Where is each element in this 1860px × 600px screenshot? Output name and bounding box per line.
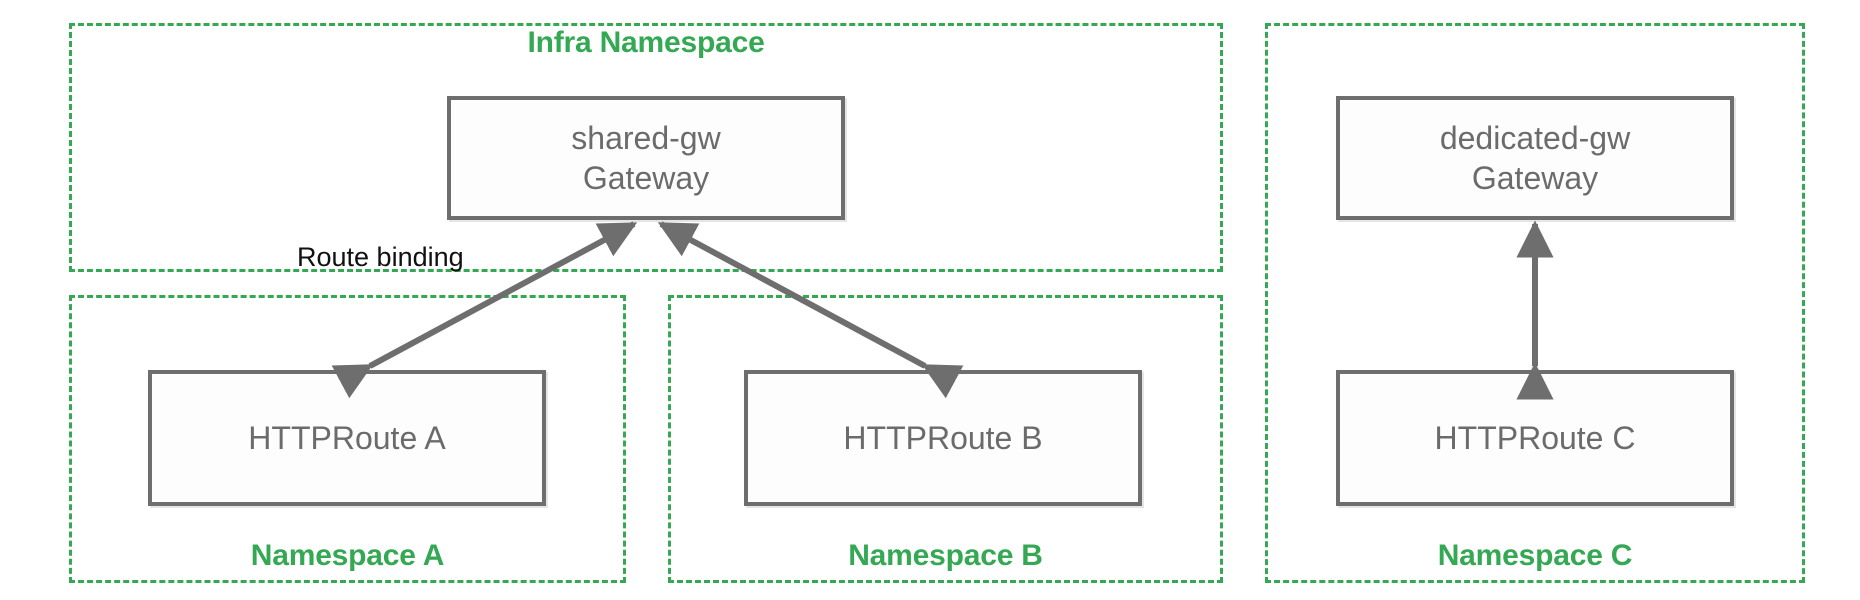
- edge-label-route-binding: Route binding: [297, 242, 464, 272]
- resource-box-httproute-c[interactable]: HTTPRoute C: [1336, 370, 1734, 506]
- resource-name-dedicated-gw: dedicated-gw: [1439, 120, 1631, 156]
- namespace-label-infra: Infra Namespace: [527, 26, 765, 59]
- resource-box-dedicated-gw[interactable]: dedicated-gw Gateway: [1336, 96, 1734, 220]
- namespace-container-c: [1265, 23, 1805, 583]
- resource-kind-shared-gw: Gateway: [582, 160, 710, 196]
- namespace-label-c: Namespace C: [1437, 539, 1633, 572]
- resource-box-httproute-a[interactable]: HTTPRoute A: [148, 370, 546, 506]
- resource-kind-dedicated-gw: Gateway: [1471, 160, 1599, 196]
- resource-name-httproute-b: HTTPRoute B: [843, 420, 1043, 456]
- resource-name-httproute-a: HTTPRoute A: [248, 420, 446, 456]
- resource-name-httproute-c: HTTPRoute C: [1434, 420, 1636, 456]
- resource-name-shared-gw: shared-gw: [571, 120, 721, 156]
- resource-box-httproute-b[interactable]: HTTPRoute B: [744, 370, 1142, 506]
- namespace-container-infra: [69, 23, 1223, 272]
- namespace-label-a: Namespace A: [250, 539, 445, 572]
- namespace-label-b: Namespace B: [848, 539, 1043, 572]
- resource-box-shared-gw[interactable]: shared-gw Gateway: [447, 96, 845, 220]
